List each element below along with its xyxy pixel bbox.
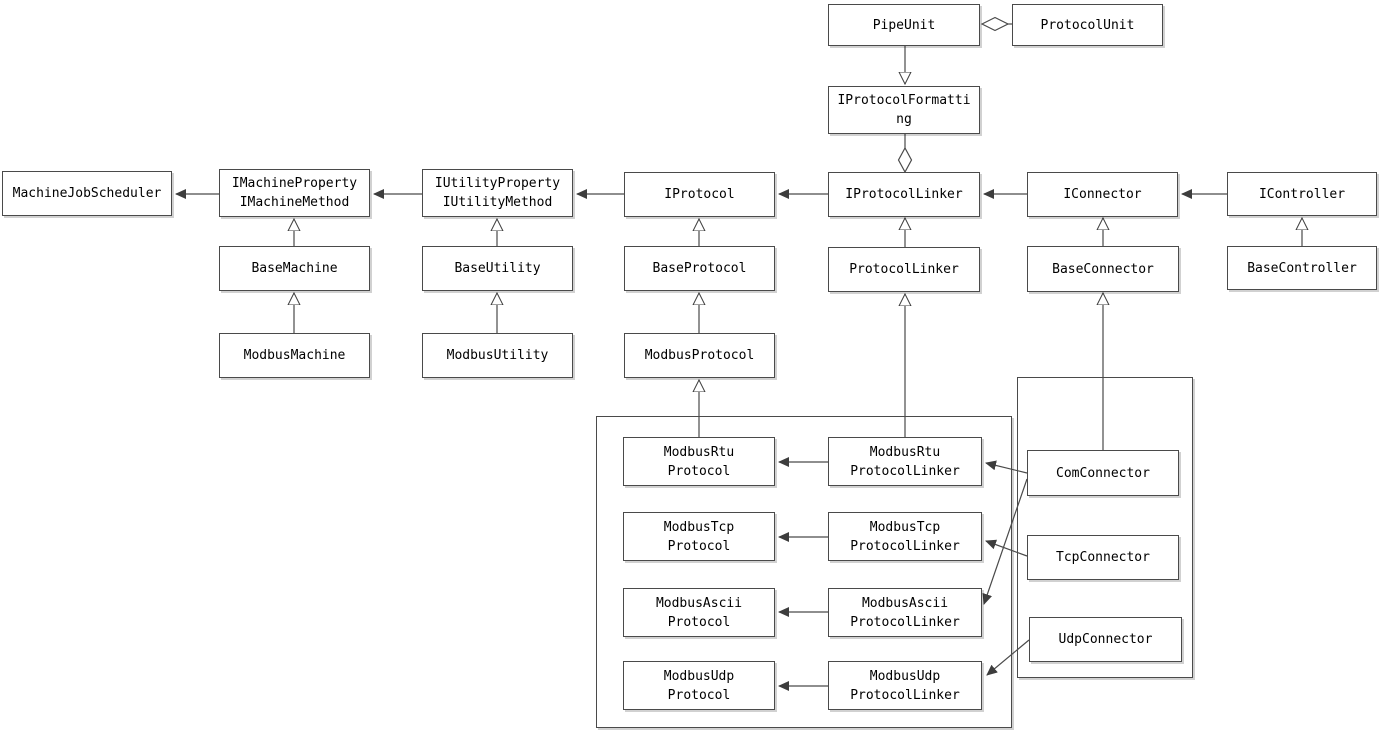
class-node-modbus-protocol: ModbusProtocol bbox=[624, 333, 775, 378]
edge-comconnector-to-asciilinker bbox=[982, 478, 1028, 605]
edge-udpconnector-to-udplinker bbox=[986, 639, 1030, 676]
class-node-iprotocol: IProtocol bbox=[624, 172, 775, 217]
aggregation-diamond-pipeunit bbox=[980, 16, 1010, 32]
class-node-base-protocol: BaseProtocol bbox=[624, 246, 775, 291]
class-node-base-controller: BaseController bbox=[1227, 246, 1377, 290]
class-node-udp-connector: UdpConnector bbox=[1029, 617, 1182, 662]
class-node-com-connector: ComConnector bbox=[1027, 450, 1179, 496]
class-node-modbus-ascii-protocol: ModbusAscii Protocol bbox=[623, 588, 775, 637]
edge-comconnector-to-rtulinker bbox=[985, 460, 1028, 474]
class-node-modbus-udp-protocol: ModbusUdp Protocol bbox=[623, 661, 775, 710]
class-node-pipe-unit: PipeUnit bbox=[828, 4, 980, 46]
class-node-modbus-utility: ModbusUtility bbox=[422, 333, 573, 378]
class-node-imachine-property-method: IMachineProperty IMachineMethod bbox=[219, 169, 370, 217]
class-node-modbus-tcp-protocol-linker: ModbusTcp ProtocolLinker bbox=[828, 512, 982, 561]
class-node-machine-job-scheduler: MachineJobScheduler bbox=[2, 171, 172, 216]
class-node-modbus-udp-protocol-linker: ModbusUdp ProtocolLinker bbox=[828, 661, 982, 710]
class-node-protocol-linker: ProtocolLinker bbox=[828, 247, 980, 292]
class-node-protocol-unit: ProtocolUnit bbox=[1012, 4, 1163, 46]
modbus-protocol-group-frame bbox=[596, 416, 1012, 728]
connector-group-frame bbox=[1017, 377, 1193, 678]
class-node-iconnector: IConnector bbox=[1027, 172, 1178, 217]
class-node-base-machine: BaseMachine bbox=[219, 246, 370, 291]
aggregation-diamond-iprotocollinker bbox=[897, 146, 913, 174]
class-node-modbus-rtu-protocol-linker: ModbusRtu ProtocolLinker bbox=[828, 437, 982, 486]
class-node-icontroller: IController bbox=[1227, 172, 1377, 216]
class-node-modbus-rtu-protocol: ModbusRtu Protocol bbox=[623, 437, 775, 486]
class-node-base-connector: BaseConnector bbox=[1027, 246, 1179, 292]
class-node-iprotocol-linker: IProtocolLinker bbox=[828, 172, 980, 217]
class-node-modbus-ascii-protocol-linker: ModbusAscii ProtocolLinker bbox=[828, 588, 982, 637]
class-node-modbus-machine: ModbusMachine bbox=[219, 333, 370, 378]
class-node-modbus-tcp-protocol: ModbusTcp Protocol bbox=[623, 512, 775, 561]
edge-tcpconnector-to-tcplinker bbox=[985, 539, 1028, 557]
class-node-iutility-property-method: IUtilityProperty IUtilityMethod bbox=[422, 169, 573, 217]
class-node-tcp-connector: TcpConnector bbox=[1027, 535, 1179, 580]
class-node-iprotocol-formatting: IProtocolFormatti ng bbox=[828, 86, 980, 134]
class-node-base-utility: BaseUtility bbox=[422, 246, 573, 291]
